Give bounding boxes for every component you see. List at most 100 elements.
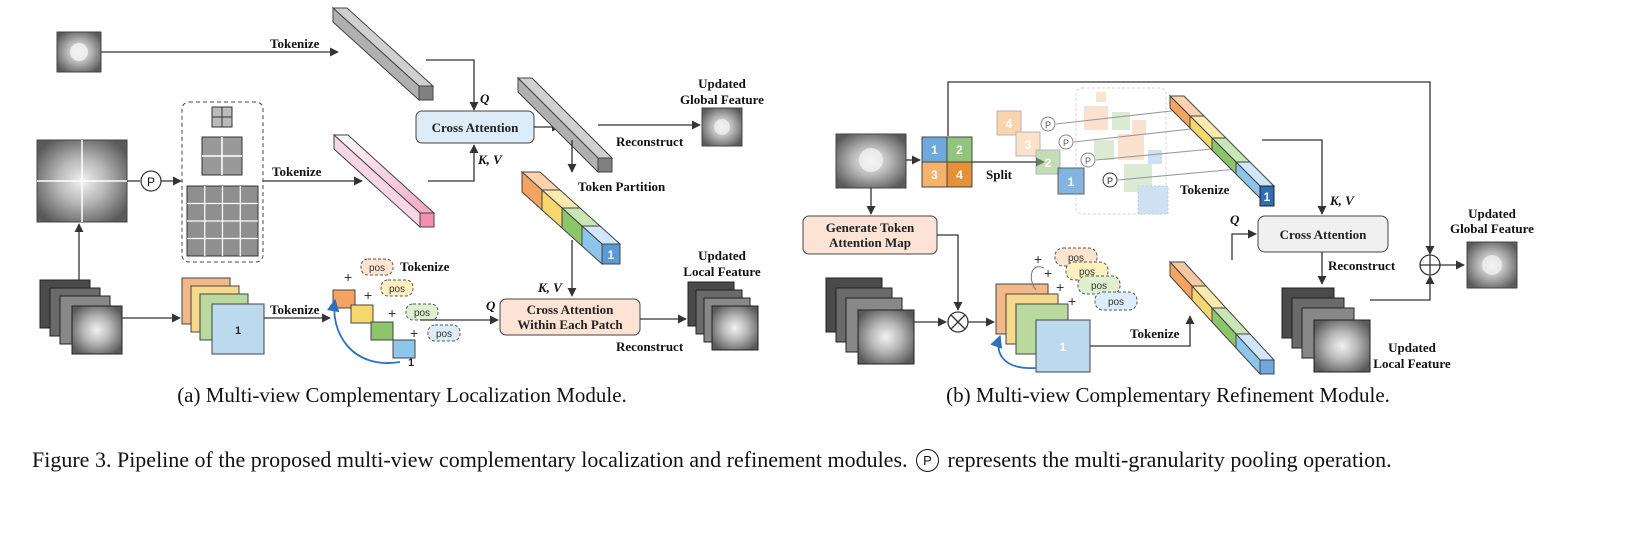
local-feature-maps-b: 1 — [990, 283, 1091, 373]
cross-attention-label-b: Cross Attention — [1280, 227, 1368, 242]
generate-label-1: Generate Token — [826, 220, 915, 235]
global-skip-arrow — [947, 81, 1435, 255]
q-label-b: Q — [1230, 212, 1240, 227]
kv-label-b: K, V — [1329, 193, 1355, 208]
pos-label-a3: pos — [414, 308, 430, 319]
split-label: Split — [986, 167, 1013, 182]
svg-text:+: + — [1056, 279, 1064, 295]
global-token-bar-b: 1 — [1168, 94, 1276, 207]
pos-label-b2: pos — [1079, 267, 1095, 278]
token-partition-label: Token Partition — [578, 179, 666, 194]
updated-local-label-2-b: Local Feature — [1373, 356, 1451, 371]
q-label-patch: Q — [486, 298, 496, 313]
pos-embeddings-b: + pos + pos + pos + pos — [1030, 247, 1138, 311]
tokenize-label-pos: Tokenize — [400, 259, 450, 274]
pooling-icons-b: P P P P — [1040, 116, 1118, 188]
multiply-icon — [947, 311, 969, 333]
pipeline-figure: Tokenize Q Cross Attention Reconstruct U… — [36, 6, 1534, 407]
updated-global-label-1-b: Updated — [1468, 206, 1516, 221]
updated-local-label-1-b: Updated — [1388, 340, 1436, 355]
cross-attention-patch-box: Cross Attention Within Each Patch — [499, 298, 641, 336]
local-image-stack-b — [825, 277, 915, 365]
subcaption-b: (b) Multi-view Complementary Refinement … — [946, 383, 1390, 407]
svg-text:+: + — [1044, 265, 1052, 281]
quad-num-3: 3 — [931, 168, 938, 182]
split-patch-1: 1 — [1057, 167, 1085, 195]
pos-label-b4: pos — [1108, 297, 1124, 308]
cross-attention-patch-label-1: Cross Attention — [527, 302, 615, 317]
pooling-symbol-icon: P — [916, 449, 940, 472]
partitioned-tokens: 1 — [520, 170, 622, 266]
tokenize-label-mid: Tokenize — [272, 164, 322, 179]
svg-text:+: + — [1034, 251, 1042, 267]
global-image-thumbnail — [56, 31, 102, 73]
quad-num-1: 1 — [931, 143, 938, 157]
figure-label: Figure 3. — [32, 447, 112, 472]
module-a: Tokenize Q Cross Attention Reconstruct U… — [36, 6, 764, 407]
pos-label-a1: pos — [369, 263, 385, 274]
svg-text:+: + — [364, 287, 372, 303]
feature-map-index-1: 1 — [235, 325, 241, 337]
split-patches-faded: 4 3 2 — [996, 110, 1061, 175]
kv-arrow-b — [1262, 139, 1327, 215]
cross-attention-box-b: Cross Attention — [1257, 215, 1389, 253]
q-arrow-a — [426, 59, 479, 111]
updated-local-label-1-a: Updated — [698, 248, 746, 263]
quad-num-2: 2 — [956, 143, 963, 157]
tokenize-label-b-top: Tokenize — [1180, 182, 1230, 197]
faded-num-3: 3 — [1025, 138, 1032, 152]
pooled-token-bar — [332, 133, 436, 229]
faded-num-2: 2 — [1045, 156, 1052, 170]
pooled-to-token-lines — [1055, 107, 1249, 181]
pos-label-a2: pos — [389, 284, 405, 295]
updated-local-feature-stack-b — [1281, 287, 1371, 373]
subcaption-a: (a) Multi-view Complementary Localizatio… — [177, 383, 627, 407]
updated-global-label-2: Global Feature — [680, 92, 764, 107]
pos-label-b1: pos — [1068, 253, 1084, 264]
global-image-b — [835, 133, 907, 189]
global-token-bar — [331, 6, 435, 102]
generate-attention-map-box: Generate Token Attention Map — [802, 215, 938, 255]
quadrant-split-b: 1 2 3 4 — [921, 136, 973, 188]
updated-global-feature-image-b — [1466, 241, 1518, 289]
svg-text:+: + — [344, 269, 352, 285]
module-b: 1 2 3 4 Split 4 3 2 1 P P P P — [802, 81, 1534, 407]
multi-granularity-box — [181, 101, 264, 263]
reconstruct-label-local: Reconstruct — [616, 339, 684, 354]
pos-label-a4: pos — [436, 329, 452, 340]
updated-global-feature-image — [701, 107, 743, 147]
cross-attention-patch-label-2: Within Each Patch — [517, 317, 623, 332]
local-feature-maps-a: 1 — [181, 277, 265, 355]
svg-text:+: + — [388, 305, 396, 321]
pool-sym-b3: P — [1085, 156, 1091, 166]
local-image-stack-a — [39, 279, 123, 355]
add-icon — [1419, 254, 1441, 276]
pool-sym-b4: P — [1107, 176, 1113, 186]
partition-index-1: 1 — [608, 248, 615, 262]
updated-local-feature-stack-a — [687, 281, 759, 351]
local-token-bar-b — [1168, 260, 1276, 376]
attn-map-to-mult-arrow — [937, 234, 963, 311]
quad-num-4: 4 — [956, 168, 963, 182]
faded-num-4: 4 — [1006, 117, 1013, 131]
q-arrow-b — [1231, 229, 1257, 260]
cross-attention-box-a: Cross Attention — [415, 110, 535, 144]
kv-arrow-a — [428, 144, 479, 182]
pos-encoded-tokens: 1 — [326, 289, 416, 369]
multi-view-image-grid — [36, 139, 128, 223]
split-num-1: 1 — [1068, 175, 1075, 189]
caption-text-after: represents the multi-granularity pooling… — [947, 447, 1392, 472]
pos-token-index-1: 1 — [408, 357, 414, 369]
global-token-index-b: 1 — [1264, 190, 1271, 204]
kv-label-patch: K, V — [537, 280, 563, 295]
pooling-icon-a: P — [140, 170, 162, 192]
pooled-grids-faded — [1075, 87, 1169, 215]
tokenize-arrow-b-bottom — [1090, 315, 1195, 347]
pool-sym-b1: P — [1045, 120, 1051, 130]
caption-text-before: Pipeline of the proposed multi-view comp… — [116, 447, 908, 472]
tokenize-label-top: Tokenize — [270, 36, 320, 51]
tokenize-label-bottom: Tokenize — [270, 302, 320, 317]
figure-caption: Figure 3. Pipeline of the proposed multi… — [32, 444, 1538, 476]
reconstruct-label-global: Reconstruct — [616, 134, 684, 149]
generate-label-2: Attention Map — [829, 235, 911, 250]
